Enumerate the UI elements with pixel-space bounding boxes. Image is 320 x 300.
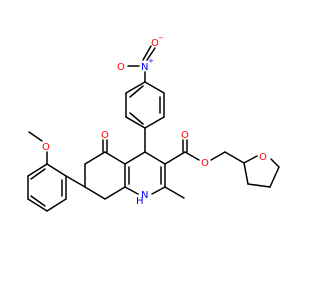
- structure-drawing: N + O − O O O O O O H N: [27, 34, 280, 212]
- amine-n-label: N: [141, 190, 148, 201]
- nitro-o-left-label: O: [117, 62, 125, 73]
- methoxyphenyl-ring: [27, 131, 86, 212]
- nitrophenyl-ring: [125, 71, 165, 153]
- nitro-plus-label: +: [148, 57, 154, 65]
- nitro-group: [127, 45, 156, 67]
- thf-ring: [243, 155, 280, 188]
- thf-o-label: O: [259, 152, 267, 163]
- molecule-canvas: N + O − O O O O O O H N: [27, 34, 280, 212]
- ester-group: [164, 139, 245, 165]
- atom-labels: N + O − O O O O O O H N: [42, 34, 267, 207]
- nitro-n-label: N: [141, 62, 148, 73]
- methoxy-o-label: O: [42, 142, 50, 153]
- fused-ring-system: [84, 139, 185, 200]
- amine-h-label: H: [136, 196, 144, 207]
- ester-link-o-label: O: [201, 158, 209, 169]
- ester-carbonyl-o-label: O: [181, 130, 189, 141]
- nitro-o-top-label: O: [151, 38, 159, 49]
- ketone-o-label: O: [101, 130, 109, 141]
- nitro-o-minus-label: −: [158, 34, 164, 42]
